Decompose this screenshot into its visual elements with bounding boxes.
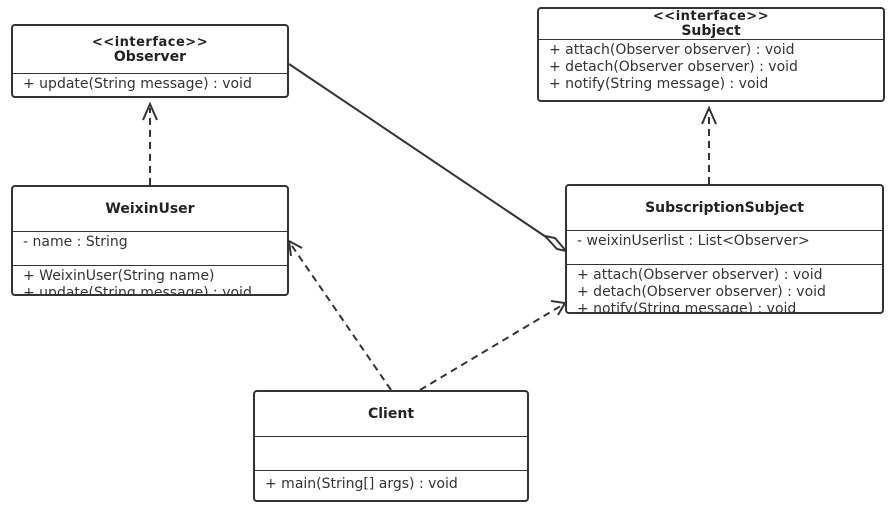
observer-header: <<interface>> Observer	[13, 26, 287, 73]
weixinuser-header: WeixinUser	[13, 187, 287, 231]
operation-row: + notify(String message) : void	[549, 76, 769, 92]
weixinuser-operations: + WeixinUser(String name) + update(Strin…	[13, 265, 287, 296]
operation-row: + attach(Observer observer) : void	[549, 42, 795, 58]
subject-header: <<interface>> Subject	[539, 9, 883, 39]
client-header: Client	[255, 392, 527, 436]
aggregation-diamond	[542, 234, 569, 253]
subject-operations: + attach(Observer observer) : void + det…	[539, 39, 883, 95]
observer-realization-arrowhead	[142, 101, 158, 121]
subscriptionsubject-attributes: - weixinUserlist : List<Observer>	[567, 230, 882, 264]
client-class-box[interactable]: Client + main(String[] args) : void	[253, 390, 529, 502]
weixinuser-class-box[interactable]: WeixinUser - name : String + WeixinUser(…	[11, 185, 289, 296]
observer-class-name: Observer	[113, 48, 187, 65]
operation-row: + WeixinUser(String name)	[23, 268, 215, 284]
operation-row: + update(String message) : void	[23, 76, 252, 92]
subscriptionsubject-operations: + attach(Observer observer) : void + det…	[567, 264, 882, 314]
operation-row: + update(String message) : void	[23, 285, 252, 296]
weixin-dependency-arrowhead	[287, 239, 303, 257]
subscriptionsubject-class-name: SubscriptionSubject	[645, 199, 804, 216]
subject-stereotype: <<interface>>	[652, 9, 770, 24]
subject-interface-box[interactable]: <<interface>> Subject + attach(Observer …	[537, 7, 885, 102]
client-depends-subscr	[419, 303, 565, 391]
weixinuser-class-name: WeixinUser	[105, 200, 195, 217]
subject-realization-arrowhead	[701, 105, 717, 125]
observer-operations: + update(String message) : void	[13, 73, 287, 95]
attribute-row: - weixinUserlist : List<Observer>	[577, 233, 810, 249]
subject-class-name: Subject	[681, 23, 741, 39]
operation-row: + detach(Observer observer) : void	[549, 59, 798, 75]
client-depends-weixin	[289, 242, 392, 391]
subscriptionsubject-header: SubscriptionSubject	[567, 186, 882, 230]
operation-row: + main(String[] args) : void	[265, 476, 458, 492]
aggregation-line	[288, 63, 553, 242]
attribute-row: - name : String	[23, 234, 128, 250]
weixinuser-attributes: - name : String	[13, 231, 287, 265]
observer-stereotype: <<interface>>	[91, 34, 209, 50]
subscriptionsubject-class-box[interactable]: SubscriptionSubject - weixinUserlist : L…	[565, 184, 884, 314]
client-attributes	[255, 436, 527, 470]
observer-interface-box[interactable]: <<interface>> Observer + update(String m…	[11, 24, 289, 98]
client-class-name: Client	[367, 405, 415, 422]
operation-row: + detach(Observer observer) : void	[577, 284, 826, 300]
operation-row: + notify(String message) : void	[577, 301, 797, 314]
client-operations: + main(String[] args) : void	[255, 470, 527, 495]
operation-row: + attach(Observer observer) : void	[577, 267, 823, 283]
